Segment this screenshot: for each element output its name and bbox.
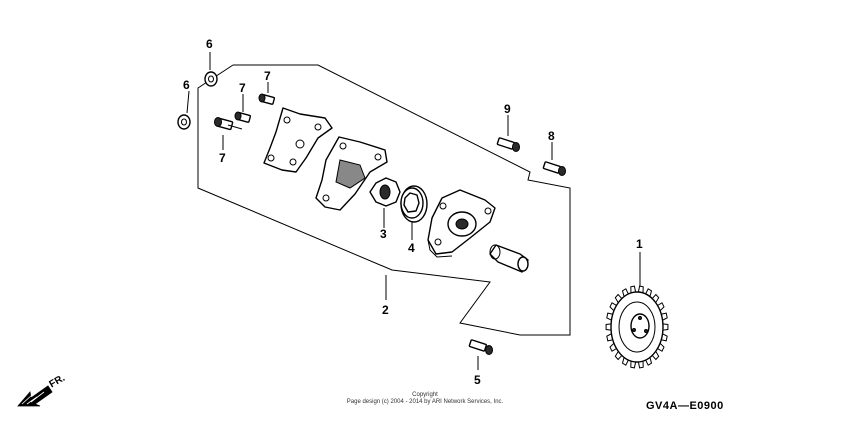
bolt-part-9	[496, 137, 520, 152]
callout-1: 1	[636, 237, 643, 251]
copyright-notice: Copyright Page design (c) 2004 - 2014 by…	[300, 392, 550, 406]
bolt-part-7-c	[214, 117, 243, 131]
bolt-part-7-a	[258, 93, 276, 105]
front-label: FR.	[48, 373, 68, 391]
outer-rotor-part-4	[400, 185, 428, 223]
callout-9: 9	[504, 102, 511, 116]
pump-body	[427, 189, 496, 258]
front-direction-arrow: FR.	[17, 373, 68, 407]
bolt-part-5	[468, 339, 493, 355]
copyright-line-2: Page design (c) 2004 - 2014 by ARI Netwo…	[346, 399, 504, 405]
callout-7-c: 7	[219, 151, 226, 165]
washer-part-6-lower	[177, 114, 191, 130]
leader-lines	[186, 52, 641, 370]
callout-6-upper: 6	[206, 37, 213, 51]
assembly-outline	[197, 64, 571, 336]
bolt-part-7-b	[234, 111, 252, 123]
pump-gasket-plate	[315, 136, 388, 211]
copyright-line-1: Copyright	[412, 392, 438, 398]
callout-8: 8	[548, 129, 555, 143]
callout-7-b: 7	[239, 81, 246, 95]
diagram-code: GV4A—E0900	[646, 400, 724, 412]
callout-7-a: 7	[264, 69, 271, 83]
callout-6-lower: 6	[183, 78, 190, 92]
inner-rotor-part-3	[369, 177, 401, 207]
bolt-part-8	[542, 161, 566, 176]
sprocket-part-1	[605, 285, 669, 369]
pump-cover-plate	[263, 107, 333, 173]
callout-4: 4	[408, 241, 415, 255]
callout-2: 2	[382, 303, 389, 317]
washer-part-6-upper	[204, 71, 218, 87]
relief-valve	[489, 244, 529, 273]
callout-5: 5	[474, 373, 481, 387]
callout-3: 3	[380, 227, 387, 241]
